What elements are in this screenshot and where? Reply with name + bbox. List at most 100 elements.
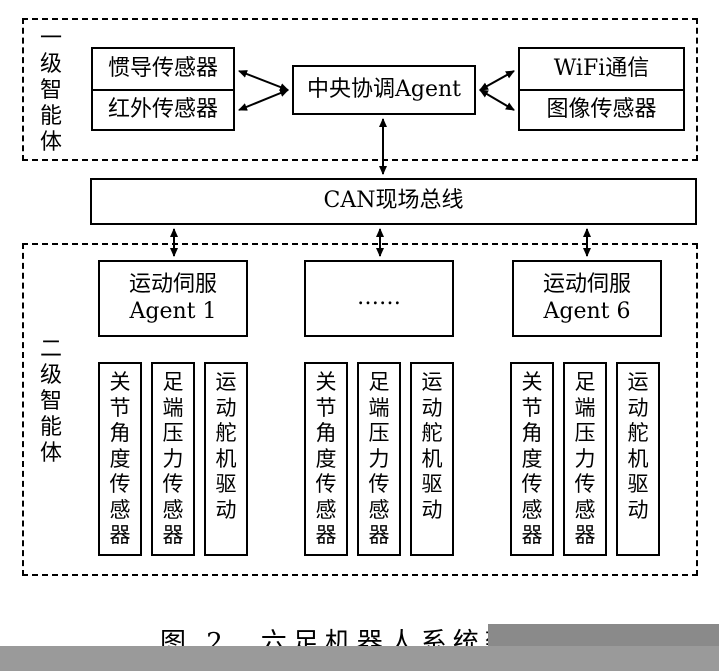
column-char: 感 [315, 497, 337, 522]
servo-agent-6-line1: 运动伺服 [542, 272, 631, 298]
servo-agent-6-box: 运动伺服 Agent 6 [512, 260, 662, 337]
joint-angle-sensor-box: 关 节 角 度 传 感 器 [510, 362, 554, 556]
column-char: 力 [162, 446, 184, 471]
level2-region [22, 243, 698, 576]
column-char: 器 [162, 523, 184, 547]
level1-label-char: 智 [39, 78, 62, 103]
column-char: 压 [368, 421, 390, 445]
column-char: 运 [627, 370, 649, 394]
column-char: 动 [215, 395, 237, 420]
infrared-sensor-box: 红外传感器 [91, 89, 235, 131]
column-char: 足 [574, 370, 596, 394]
column-char: 角 [109, 421, 131, 445]
image-sensor-box: 图像传感器 [518, 89, 685, 131]
column-char: 感 [574, 497, 596, 522]
wifi-comm-label: WiFi通信 [553, 55, 650, 81]
column-char: 节 [521, 395, 543, 420]
arrow-central-to-wifi [479, 70, 515, 91]
column-char: 感 [368, 497, 390, 522]
can-bus-label: CAN现场总线 [323, 188, 464, 214]
can-bus-box: CAN现场总线 [90, 178, 697, 225]
column-char: 运 [421, 370, 443, 394]
level2-label-char: 二 [39, 337, 62, 362]
column-char: 机 [215, 446, 237, 471]
column-char: 端 [162, 395, 184, 420]
column-char: 机 [421, 446, 443, 471]
column-char: 驱 [215, 472, 237, 496]
agent-ellipsis-box: …… [304, 260, 454, 337]
column-char: 驱 [627, 472, 649, 496]
column-char: 器 [368, 523, 390, 547]
column-char: 足 [368, 370, 390, 394]
column-char: 感 [162, 497, 184, 522]
level1-label: 一 级 智 能 体 [38, 26, 64, 156]
inertial-nav-sensor-label: 惯导传感器 [107, 55, 218, 81]
servo-agent-1-line2: Agent 1 [129, 298, 217, 324]
arrow-inertial-to-central [238, 70, 289, 91]
column-char: 端 [574, 395, 596, 420]
level1-region [22, 18, 698, 161]
infrared-sensor-label: 红外传感器 [107, 96, 218, 122]
image-sensor-label: 图像传感器 [546, 96, 657, 122]
column-char: 节 [315, 395, 337, 420]
column-char: 角 [521, 421, 543, 445]
column-char: 传 [315, 472, 337, 496]
level1-label-char: 体 [39, 130, 62, 155]
column-char: 压 [162, 421, 184, 445]
column-char: 动 [627, 497, 649, 522]
column-char: 动 [421, 395, 443, 420]
column-char: 器 [109, 523, 131, 547]
column-char: 感 [109, 497, 131, 522]
agent-ellipsis-label: …… [357, 285, 401, 311]
servo-agent-1-box: 运动伺服 Agent 1 [98, 260, 248, 337]
level1-label-char: 能 [39, 104, 62, 129]
level2-label: 二 级 智 能 体 [38, 337, 64, 467]
column-char: 角 [315, 421, 337, 445]
column-char: 感 [521, 497, 543, 522]
level2-label-char: 能 [39, 415, 62, 440]
column-char: 传 [521, 472, 543, 496]
column-char: 力 [368, 446, 390, 471]
central-agent-label: 中央协调Agent [306, 76, 461, 102]
column-char: 舵 [421, 421, 443, 445]
servo-agent-1-line1: 运动伺服 [128, 272, 217, 298]
joint-angle-sensor-box: 关 节 角 度 传 感 器 [98, 362, 142, 556]
scan-artifact-band [0, 646, 719, 671]
column-char: 舵 [215, 421, 237, 445]
column-char: 度 [521, 446, 543, 471]
column-char: 传 [574, 472, 596, 496]
level2-label-char: 级 [39, 363, 62, 388]
column-char: 动 [215, 497, 237, 522]
column-char: 传 [109, 472, 131, 496]
column-char: 压 [574, 421, 596, 445]
wifi-comm-box: WiFi通信 [518, 47, 685, 91]
column-char: 运 [215, 370, 237, 394]
level2-label-char: 智 [39, 389, 62, 414]
central-agent-box: 中央协调Agent [292, 65, 476, 115]
column-char: 驱 [421, 472, 443, 496]
level1-label-char: 级 [39, 52, 62, 77]
servo-drive-box: 运 动 舵 机 驱 动 [204, 362, 248, 556]
joint-angle-sensor-box: 关 节 角 度 传 感 器 [304, 362, 348, 556]
column-char: 度 [315, 446, 337, 471]
foot-pressure-sensor-box: 足 端 压 力 传 感 器 [563, 362, 607, 556]
column-char: 关 [315, 370, 337, 394]
column-char: 足 [162, 370, 184, 394]
column-char: 度 [109, 446, 131, 471]
servo-drive-box: 运 动 舵 机 驱 动 [616, 362, 660, 556]
column-char: 关 [109, 370, 131, 394]
servo-drive-box: 运 动 舵 机 驱 动 [410, 362, 454, 556]
servo-agent-6-line2: Agent 6 [543, 298, 631, 324]
column-char: 动 [421, 497, 443, 522]
foot-pressure-sensor-box: 足 端 压 力 传 感 器 [151, 362, 195, 556]
level2-label-char: 体 [39, 441, 62, 466]
level1-label-char: 一 [39, 26, 62, 51]
column-char: 节 [109, 395, 131, 420]
arrow-central-to-image [479, 89, 515, 111]
column-char: 传 [162, 472, 184, 496]
column-char: 舵 [627, 421, 649, 445]
column-char: 传 [368, 472, 390, 496]
column-char: 器 [315, 523, 337, 547]
